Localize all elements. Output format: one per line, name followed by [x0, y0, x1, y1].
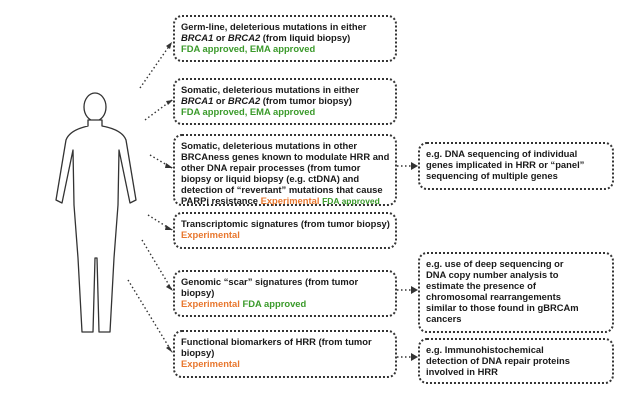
transcriptomic-signatures-box: Transcriptomic signatures (from tumor bi…	[173, 212, 397, 249]
germline-status: FDA approved, EMA approved	[181, 43, 316, 54]
somatic-line1: Somatic, deleterious mutations in either	[181, 84, 360, 95]
brcaness-line5: detection of “revertant” mutations that …	[181, 184, 383, 195]
brcaness-last-prefix: PARPi resistance	[181, 195, 261, 206]
ihc-note-line2: detection of DNA repair proteins	[426, 355, 570, 366]
germline-gene2: BRCA2	[227, 32, 261, 43]
arrow-somatic	[166, 100, 173, 105]
transcriptomic-line1: Transcriptomic signatures (from tumor bi…	[181, 218, 390, 229]
deep-note-line2: DNA copy number analysis to	[426, 269, 559, 280]
germline-mutation-box: Germ-line, deleterious mutations in eith…	[173, 15, 397, 62]
deep-note-line3: estimate the presence of	[426, 280, 536, 291]
genomic-scar-box: Genomic “scar” signatures (from tumor bi…	[173, 270, 397, 317]
somatic-line2: BRCA1 or BRCA2 (from tumor biopsy)	[181, 95, 389, 106]
genomic-status-line: Experimental FDA approved	[181, 298, 389, 309]
somatic-mutation-box: Somatic, deleterious mutations in either…	[173, 78, 397, 125]
connector-germline	[139, 41, 173, 89]
germline-line2: BRCA1 or BRCA2 (from liquid biopsy)	[181, 32, 389, 43]
deep-sequencing-note-box: e.g. use of deep sequencing or DNA copy …	[418, 252, 614, 333]
genomic-status-fda: FDA approved	[242, 298, 307, 309]
genomic-status-experimental: Experimental	[181, 298, 240, 309]
genomic-line2: biopsy)	[181, 287, 215, 298]
arrow-genomic	[166, 284, 173, 291]
transcriptomic-status: Experimental	[181, 229, 240, 240]
brcaness-status-fda: FDA approved	[322, 196, 380, 206]
brcaness-line2: BRCAness genes known to modulate HRR and	[181, 151, 390, 162]
genomic-line1: Genomic “scar” signatures (from tumor	[181, 276, 359, 287]
human-figure-icon	[55, 92, 137, 333]
ihc-note-line3: involved in HRR	[426, 366, 498, 377]
sequencing-note-line3: sequencing of multiple genes	[426, 170, 558, 181]
germline-source: (from liquid biopsy)	[260, 32, 351, 43]
brcaness-mutation-box: Somatic, deleterious mutations in other …	[173, 134, 397, 206]
germline-line1: Germ-line, deleterious mutations in eith…	[181, 21, 367, 32]
somatic-or: or	[213, 95, 228, 106]
arrow-genomic-note	[411, 286, 418, 294]
brcaness-line6: PARPi resistance Experimental FDA approv…	[181, 195, 389, 207]
brcaness-status-experimental: Experimental	[260, 195, 320, 206]
somatic-gene1: BRCA1	[181, 95, 214, 106]
somatic-status: FDA approved, EMA approved	[181, 106, 316, 117]
arrow-germline	[166, 42, 172, 49]
germline-gene1: BRCA1	[181, 32, 214, 43]
connector-transcriptomic	[147, 214, 173, 231]
somatic-gene2: BRCA2	[227, 95, 261, 106]
brcaness-line1: Somatic, deleterious mutations in other	[181, 140, 358, 151]
deep-note-line4: chromosomal rearrangements	[426, 291, 561, 302]
arrow-functional-note	[411, 353, 418, 361]
ihc-note-box: e.g. Immunohistochemical detection of DN…	[418, 338, 614, 384]
arrow-brcaness-note	[411, 162, 418, 170]
connector-functional	[127, 279, 173, 353]
arrow-functional	[166, 346, 173, 353]
functional-biomarkers-box: Functional biomarkers of HRR (from tumor…	[173, 330, 397, 378]
sequencing-note-line1: e.g. DNA sequencing of individual	[426, 148, 578, 159]
sequencing-note-line2: genes implicated in HRR or “panel”	[426, 159, 585, 170]
deep-note-line1: e.g. use of deep sequencing or	[426, 258, 564, 269]
brcaness-line3: other DNA repair processes (from tumor	[181, 162, 361, 173]
germline-or: or	[213, 32, 228, 43]
deep-note-line6: cancers	[426, 313, 462, 324]
connector-genomic	[141, 239, 173, 291]
sequencing-note-box: e.g. DNA sequencing of individual genes …	[418, 142, 614, 190]
deep-note-line5: similar to those found in gBRCAm	[426, 302, 579, 313]
functional-line2: biopsy)	[181, 347, 215, 358]
somatic-source: (from tumor biopsy)	[260, 95, 352, 106]
ihc-note-line1: e.g. Immunohistochemical	[426, 344, 544, 355]
arrow-transcriptomic	[165, 225, 173, 230]
functional-line1: Functional biomarkers of HRR (from tumor	[181, 336, 372, 347]
arrow-brcaness	[165, 163, 173, 168]
brcaness-line4: biopsy or liquid biopsy (e.g. ctDNA) and	[181, 173, 360, 184]
functional-status: Experimental	[181, 358, 240, 369]
